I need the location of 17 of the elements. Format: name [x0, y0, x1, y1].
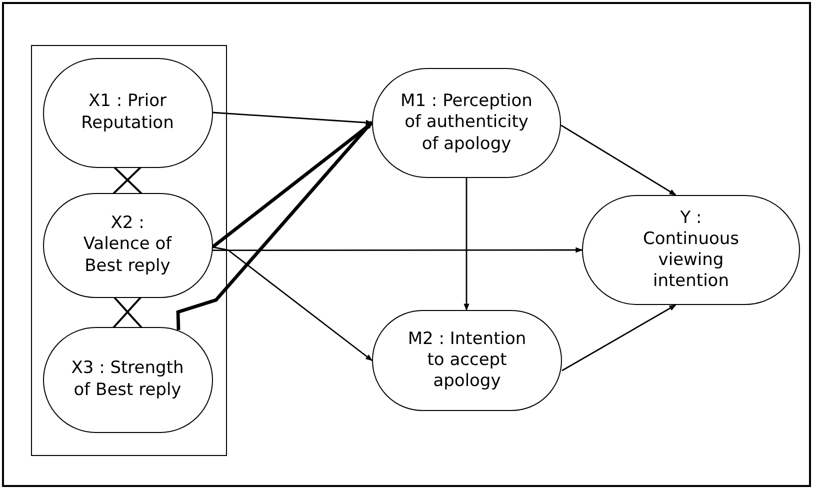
- node-label: Y : Continuous viewing intention: [642, 208, 740, 292]
- node-label: M1 : Perception of authenticity of apology: [400, 91, 532, 155]
- cross-connector: [112, 296, 142, 328]
- node-label: M2 : Intention to accept apology: [406, 328, 528, 392]
- arrow: [212, 246, 373, 362]
- arrow: [211, 122, 374, 248]
- node-label: X3 : Strength of Best reply: [70, 358, 185, 401]
- group-box: [31, 45, 227, 456]
- arrow: [212, 247, 583, 253]
- arrow: [212, 112, 373, 126]
- arrow: [464, 178, 470, 311]
- arrow: [176, 120, 374, 330]
- node-label: X2 : Valence of Best reply: [82, 213, 173, 277]
- node-label: X1 : Prior Reputation: [80, 91, 175, 134]
- cross-connector: [112, 166, 142, 194]
- arrow: [560, 124, 676, 196]
- arrow: [562, 304, 676, 372]
